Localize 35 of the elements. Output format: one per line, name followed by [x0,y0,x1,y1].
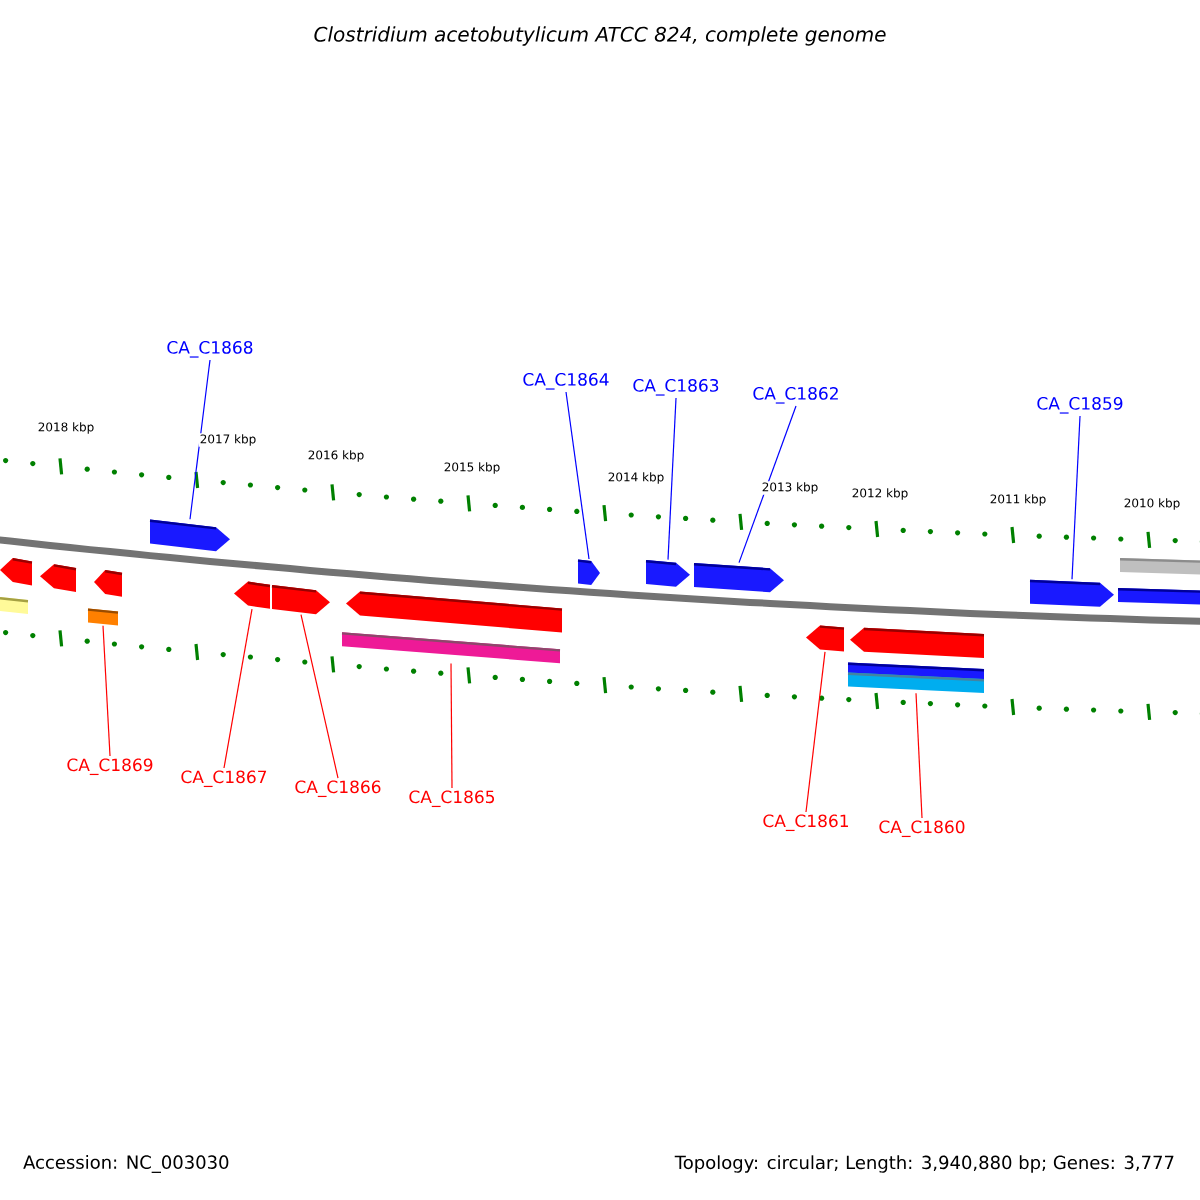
gene-block [806,625,845,652]
gene-label: CA_C1868 [167,341,253,358]
gene-label: CA_C1863 [633,379,719,396]
gene-block [271,585,330,615]
accession-text: Accession: NC_003030 [23,1155,229,1173]
title: Clostridium acetobutylicum ATCC 824, complete genome [314,26,886,46]
gene-label: CA_C1866 [295,780,381,798]
gene-block [234,581,271,609]
gene-label: CA_C1864 [523,373,609,390]
gene-label: CA_C1859 [1037,397,1123,414]
leader-line [1071,415,1081,580]
leader-line [805,651,826,813]
gene-block [577,559,600,585]
leader-line [300,614,339,779]
leader-line [667,397,677,561]
gene-label: CA_C1861 [763,814,848,832]
gene-label: CA_C1869 [67,758,153,776]
gene-label: CA_C1860 [879,820,965,838]
gene-label: CA_C1862 [753,387,838,404]
leader-line [102,625,111,757]
leader-line [915,692,923,819]
leader-line [565,391,590,560]
leader-line [223,608,253,769]
gene-label: CA_C1865 [409,790,495,808]
gene-block [645,560,690,587]
gene-label: CA_C1867 [181,770,267,788]
leader-line [738,405,797,564]
gene-bar [847,672,985,693]
gene-block [1029,579,1114,607]
leader-line [189,359,211,520]
leader-line [450,662,453,789]
genome-info-text: Topology: circular; Length: 3,940,880 bp; Genes: 3,777 [674,1155,1174,1173]
gene-block [149,519,230,552]
gene-bar [341,632,561,664]
gene-bar [87,608,119,626]
